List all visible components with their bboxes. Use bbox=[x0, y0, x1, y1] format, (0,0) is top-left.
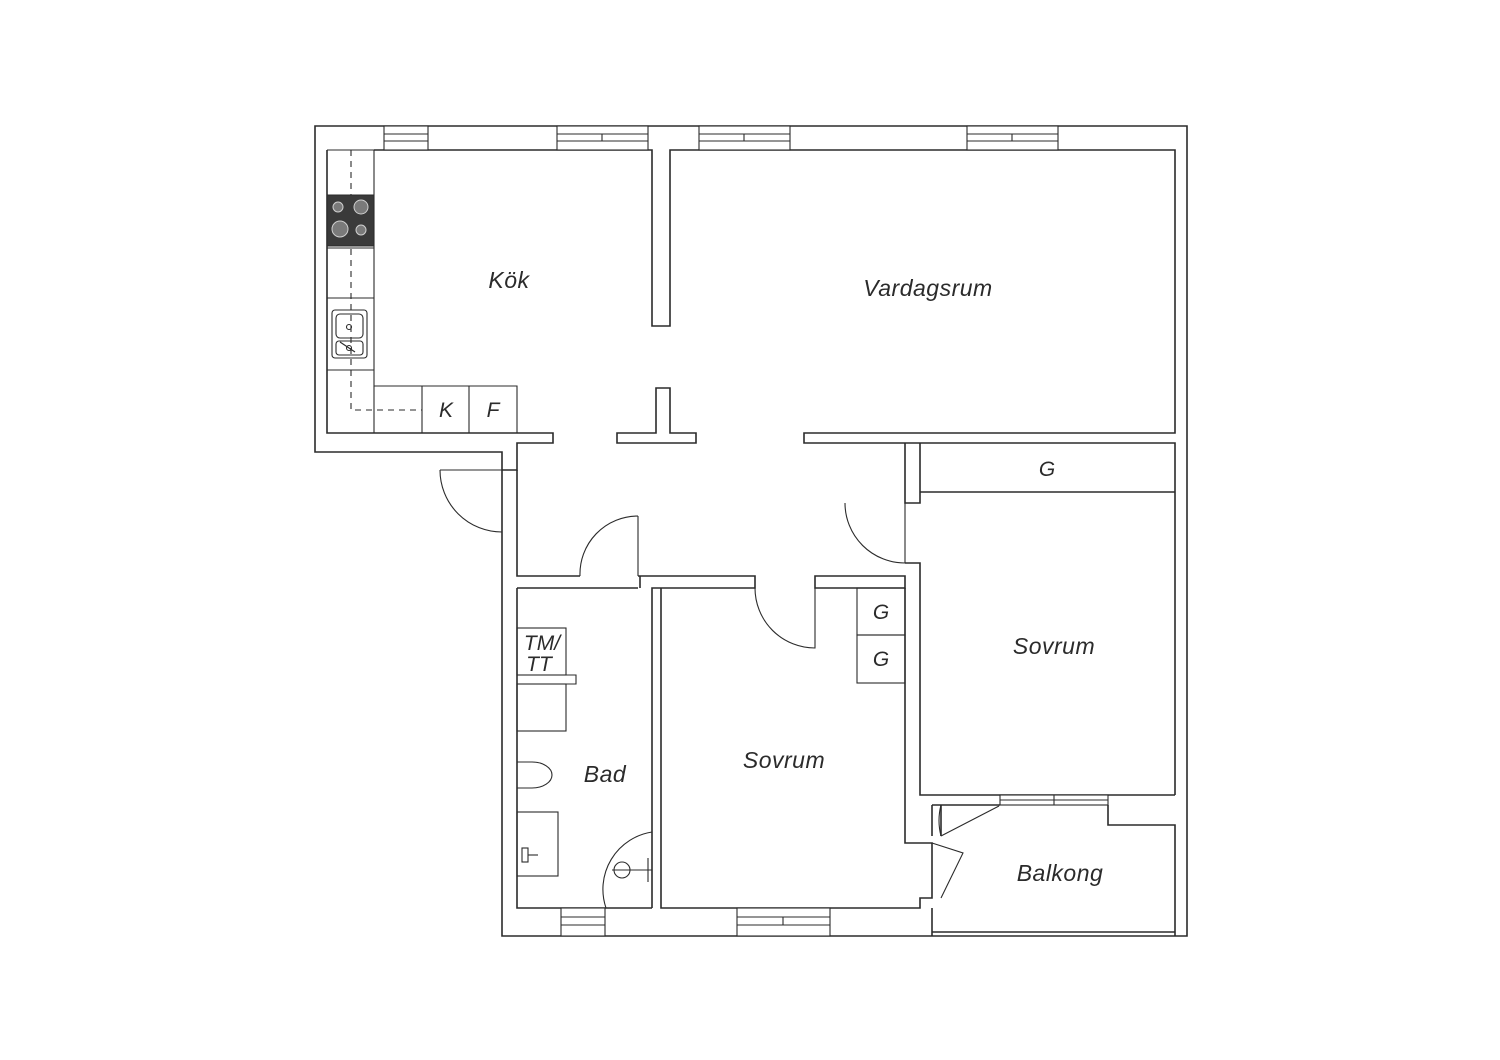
stove-icon bbox=[326, 194, 375, 247]
room-label-bedroom-left: Sovrum bbox=[743, 747, 825, 773]
room-label-living-room: Vardagsrum bbox=[863, 275, 992, 301]
bathroom-fixtures bbox=[516, 627, 653, 909]
wardrobe-label-1: G bbox=[873, 601, 889, 624]
room-label-bedroom-right: Sovrum bbox=[1013, 633, 1095, 659]
wardrobe-label-top: G bbox=[1039, 458, 1055, 481]
doors bbox=[439, 469, 1000, 899]
washbasin-icon bbox=[516, 811, 559, 877]
washer-dryer-label-1: TM/ bbox=[524, 632, 562, 655]
washer-dryer-label-2: TT bbox=[526, 653, 554, 676]
shower-icon bbox=[602, 831, 653, 909]
fridge-label: F bbox=[487, 399, 501, 422]
room-label-kitchen: Kök bbox=[488, 267, 530, 293]
wardrobe-label-2: G bbox=[873, 648, 889, 671]
toilet-icon bbox=[517, 761, 553, 789]
freezer-label: K bbox=[439, 399, 454, 422]
room-label-balcony: Balkong bbox=[1017, 860, 1104, 886]
windows bbox=[383, 125, 1109, 937]
wardrobes bbox=[856, 587, 906, 684]
room-label-bathroom: Bad bbox=[584, 761, 627, 787]
exterior-walls bbox=[314, 125, 1188, 937]
sink-icon bbox=[331, 309, 368, 359]
